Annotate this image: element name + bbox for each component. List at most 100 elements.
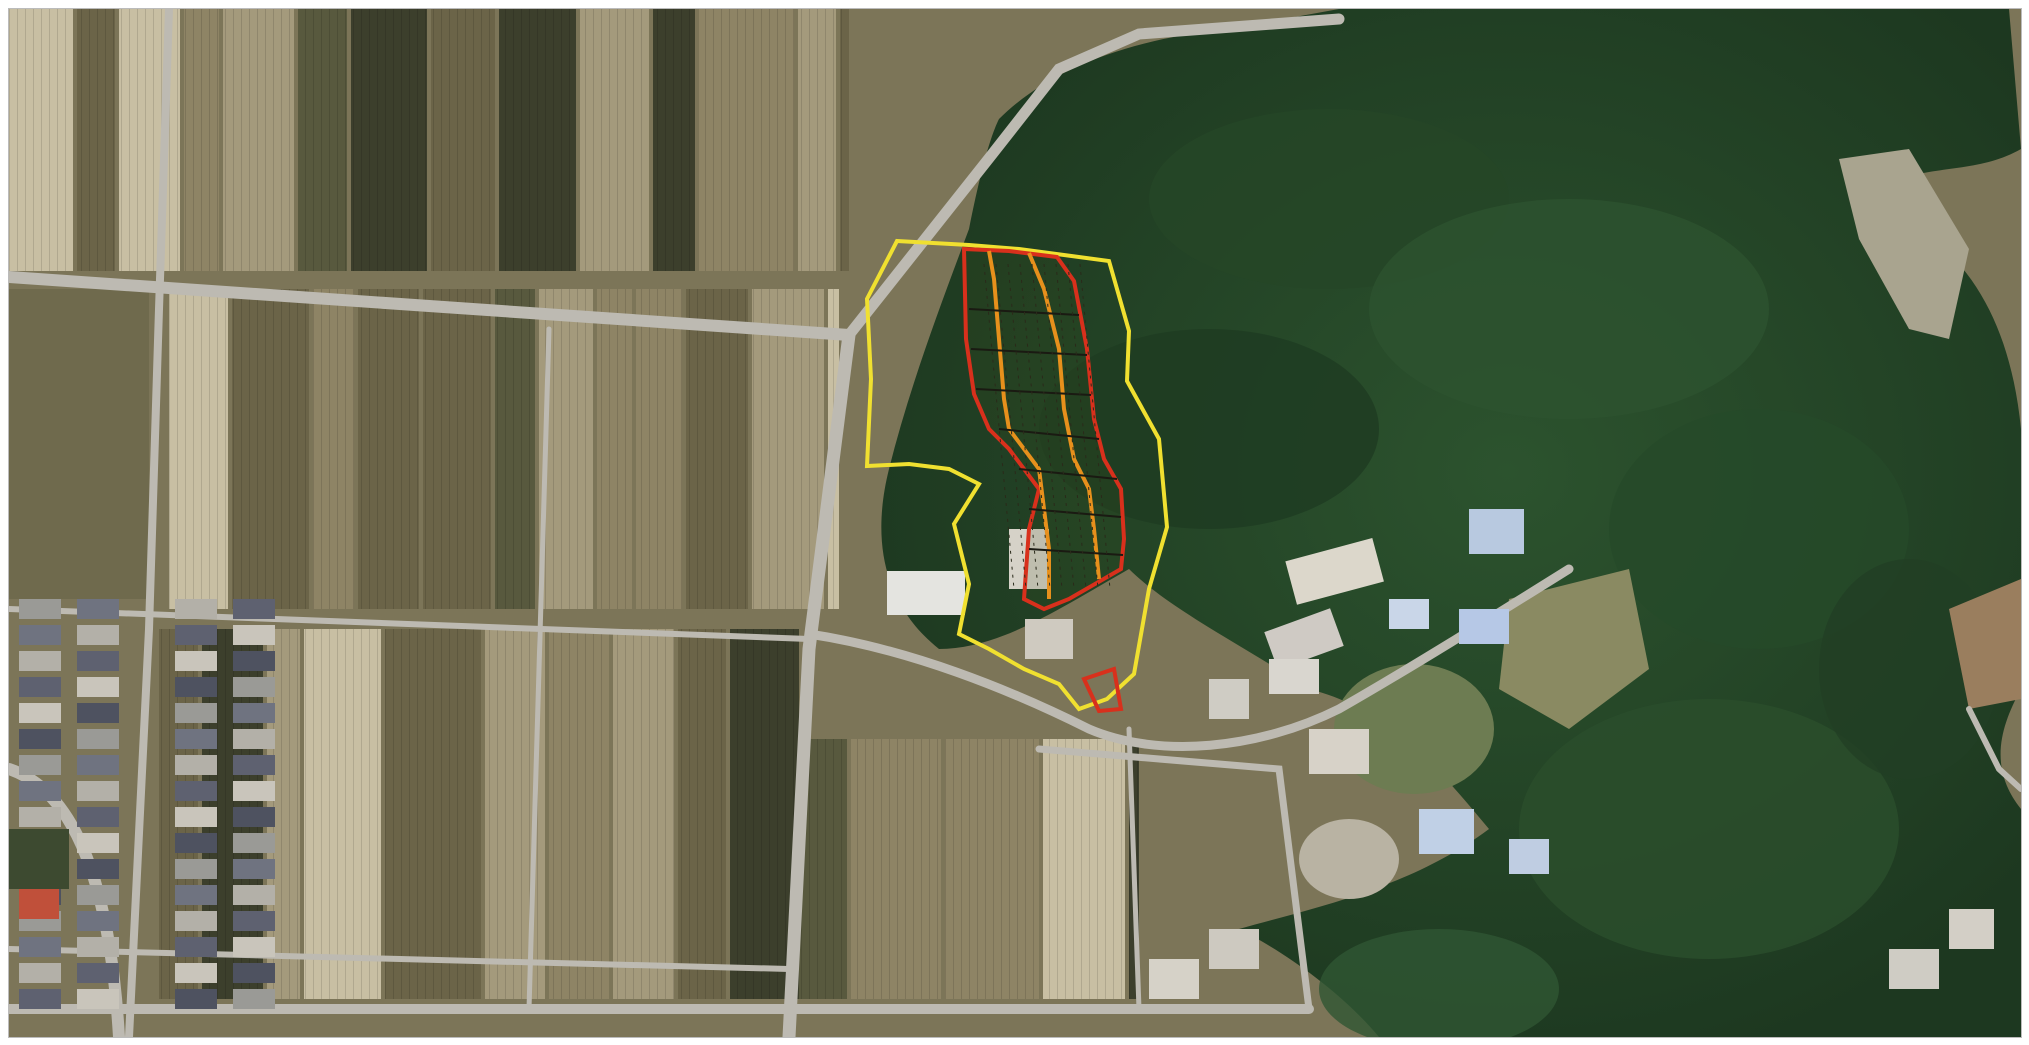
- house-roof: [175, 755, 217, 775]
- house-roof: [175, 989, 217, 1009]
- field-furrows: [752, 289, 824, 609]
- grid-line: [1028, 508, 1122, 518]
- house-roof: [175, 833, 217, 853]
- house-roof: [233, 833, 275, 853]
- forested-hill: [881, 9, 2021, 1037]
- grid-line: [1028, 548, 1124, 556]
- house-roof: [77, 989, 119, 1009]
- field-furrows: [699, 9, 794, 271]
- house-roof: [175, 885, 217, 905]
- house-roof: [233, 651, 275, 671]
- field-furrows: [840, 9, 849, 271]
- field-furrows: [169, 289, 228, 609]
- house-roof: [77, 729, 119, 749]
- house-roof: [77, 755, 119, 775]
- house-roof: [77, 963, 119, 983]
- house-roof: [77, 859, 119, 879]
- field-furrows: [385, 629, 481, 999]
- grid-line: [1018, 468, 1118, 480]
- grid-line: [998, 428, 1100, 440]
- field-furrows: [851, 739, 941, 999]
- house-roof: [19, 989, 61, 1009]
- house-roof: [77, 807, 119, 827]
- house-roof: [19, 937, 61, 957]
- field-furrows: [499, 9, 576, 271]
- field-furrows: [636, 289, 682, 609]
- house-roof: [19, 807, 61, 827]
- house-roof: [233, 859, 275, 879]
- house-roof: [233, 807, 275, 827]
- field-furrows: [686, 289, 748, 609]
- field-furrows: [423, 289, 491, 609]
- farm-fields: [9, 9, 1139, 999]
- house-roof: [19, 651, 61, 671]
- field-furrows: [304, 629, 381, 999]
- farm-field: [9, 289, 149, 599]
- survey-outline-red-small: [1081, 666, 1124, 714]
- survey-outline-yellow: [864, 238, 1170, 712]
- house-roof: [77, 599, 119, 619]
- house-roof: [19, 599, 61, 619]
- house-roof: [77, 885, 119, 905]
- field-furrows: [351, 9, 427, 271]
- field-furrows: [232, 289, 309, 609]
- house-roof: [19, 781, 61, 801]
- field-furrows: [77, 9, 115, 271]
- house-roof: [19, 963, 61, 983]
- field-furrows: [358, 289, 419, 609]
- aerial-map: [8, 8, 2022, 1038]
- house-roof: [175, 651, 217, 671]
- field-furrows: [798, 9, 836, 271]
- field-furrows: [580, 9, 649, 271]
- house-roof: [233, 781, 275, 801]
- house-roof: [19, 755, 61, 775]
- survey-outline-red: [961, 246, 1127, 612]
- house-roof: [77, 781, 119, 801]
- field-furrows: [1043, 739, 1125, 999]
- forest-clearings: [1299, 149, 2021, 899]
- house-roof: [19, 889, 59, 919]
- field-furrows: [678, 629, 726, 999]
- field-furrows: [9, 9, 73, 271]
- survey-grid: [968, 263, 1124, 590]
- house-roof: [19, 625, 61, 645]
- aerial-map-canvas: [9, 9, 2021, 1037]
- field-furrows: [495, 289, 535, 609]
- field-furrows: [945, 739, 1039, 999]
- field-furrows: [431, 9, 495, 271]
- house-roof: [175, 807, 217, 827]
- field-furrows: [298, 9, 347, 271]
- house-roof: [233, 989, 275, 1009]
- grid-line: [970, 348, 1088, 356]
- house-roof: [233, 885, 275, 905]
- house-roof: [175, 599, 217, 619]
- house-roof: [175, 781, 217, 801]
- field-furrows: [184, 9, 219, 271]
- house-roof: [77, 911, 119, 931]
- house-roof: [233, 625, 275, 645]
- house-roof: [77, 651, 119, 671]
- house-roof: [175, 911, 217, 931]
- field-furrows: [313, 289, 354, 609]
- survey-outlines: [864, 238, 1170, 714]
- field-furrows: [223, 9, 294, 271]
- house-roof: [77, 937, 119, 957]
- house-roof: [175, 677, 217, 697]
- field-furrows: [549, 629, 609, 999]
- grid-line: [975, 388, 1092, 396]
- house-roof: [19, 677, 61, 697]
- house-roof: [175, 729, 217, 749]
- house-roof: [233, 703, 275, 723]
- paved-roads: [9, 9, 2021, 1037]
- house-roof: [233, 911, 275, 931]
- field-furrows: [730, 629, 799, 999]
- field-furrows: [597, 289, 632, 609]
- field-furrows: [613, 629, 674, 999]
- house-roof: [19, 703, 61, 723]
- house-roof: [175, 963, 217, 983]
- residential-area: [9, 599, 275, 1009]
- house-roof: [233, 937, 275, 957]
- garden: [9, 829, 69, 889]
- survey-outline-orange-right: [1027, 252, 1101, 580]
- house-roof: [233, 963, 275, 983]
